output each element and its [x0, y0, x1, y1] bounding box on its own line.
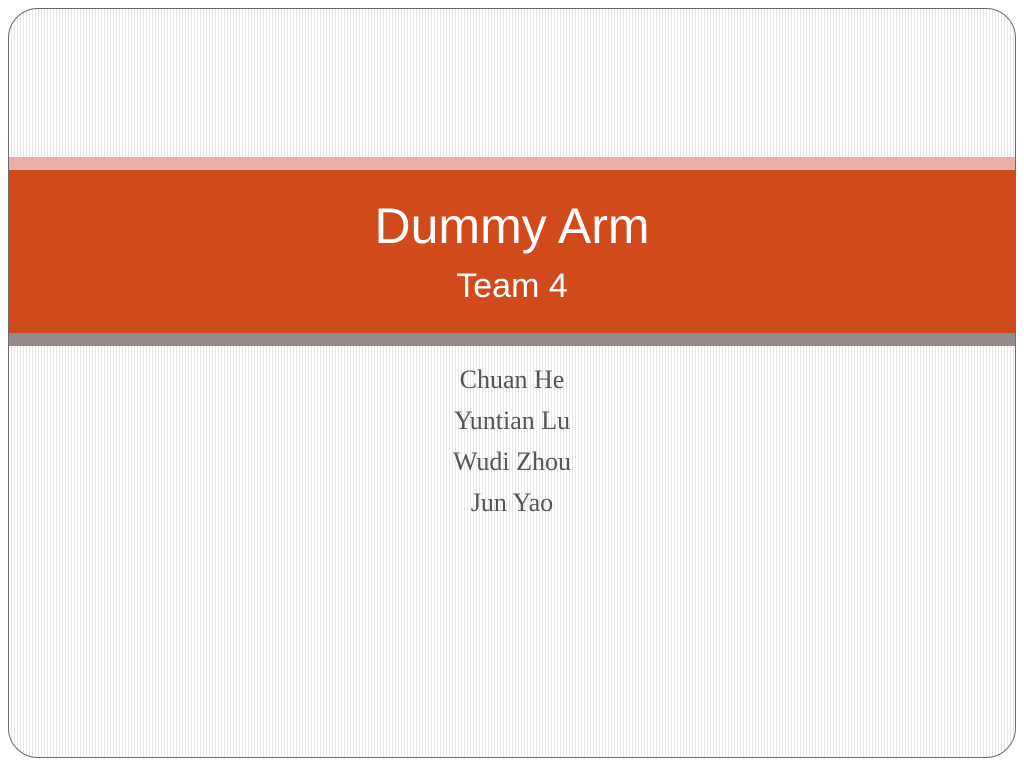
author-name: Chuan He — [459, 365, 565, 394]
author-list: Chuan He Yuntian Lu Wudi Zhou Jun Yao — [9, 359, 1015, 523]
slide-subtitle: Team 4 — [456, 267, 568, 305]
title-band — [9, 170, 1015, 333]
slide: Dummy Arm Team 4 Chuan He Yuntian Lu Wud… — [8, 8, 1016, 758]
author-name: Wudi Zhou — [452, 447, 572, 476]
author-name: Yuntian Lu — [453, 406, 571, 435]
author-name: Jun Yao — [470, 488, 554, 517]
slide-title: Dummy Arm — [374, 198, 650, 254]
bottom-accent-stripe — [9, 333, 1015, 346]
top-accent-stripe — [9, 157, 1015, 170]
